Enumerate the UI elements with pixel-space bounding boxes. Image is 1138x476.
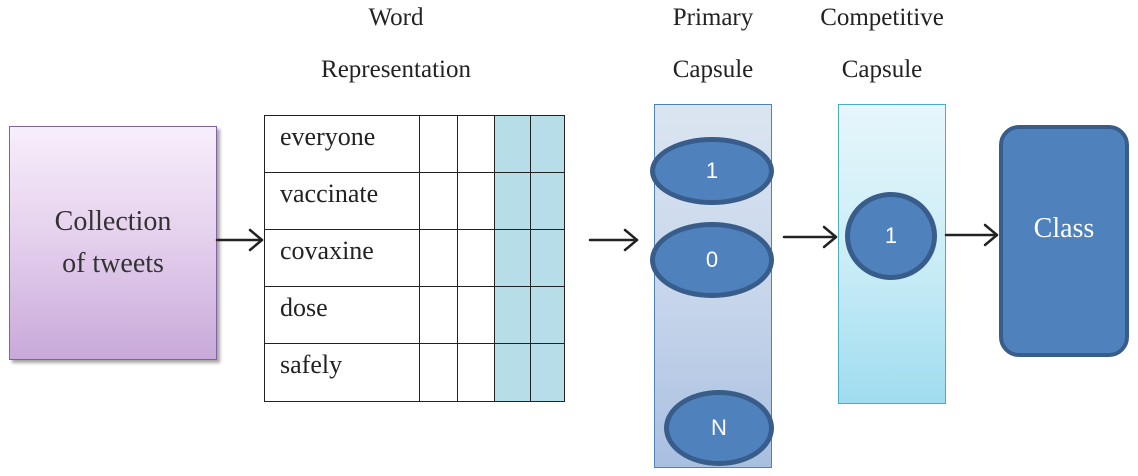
primary-capsule-node: 1 <box>650 137 774 205</box>
arrow-right-icon <box>944 223 999 247</box>
table-column-divider <box>457 116 458 401</box>
class-label: Class <box>1033 213 1095 244</box>
class-output-box: Class <box>999 125 1129 357</box>
embedding-shade <box>494 116 564 401</box>
tweet-collection-box: Collection of tweets <box>9 126 217 360</box>
table-column-divider <box>419 116 420 401</box>
table-row-divider <box>265 229 564 230</box>
header-competitive-capsule: Competitive Capsule <box>820 4 944 83</box>
primary-capsule-node: N <box>664 390 774 466</box>
arrow-right-icon <box>588 228 639 252</box>
table-column-divider <box>530 116 531 401</box>
arrow-right-icon <box>215 228 264 252</box>
word-row-safely: safely <box>280 350 343 379</box>
header-primary-capsule: Primary Capsule <box>672 4 754 83</box>
table-column-divider <box>494 116 495 401</box>
word-row-covaxine: covaxine <box>280 236 374 265</box>
word-representation-table: everyone vaccinate covaxine dose safely <box>264 115 565 402</box>
tweet-collection-label: Collection of tweets <box>54 206 172 279</box>
word-row-everyone: everyone <box>280 122 376 151</box>
table-row-divider <box>265 286 564 287</box>
table-row-divider <box>265 172 564 173</box>
word-row-vaccinate: vaccinate <box>280 179 379 208</box>
primary-capsule-node: 0 <box>650 222 774 298</box>
competitive-capsule-node: 1 <box>845 192 937 280</box>
header-word-representation: Word Representation <box>321 4 471 83</box>
arrow-right-icon <box>782 225 838 249</box>
table-row-divider <box>265 343 564 344</box>
word-row-dose: dose <box>280 293 328 322</box>
